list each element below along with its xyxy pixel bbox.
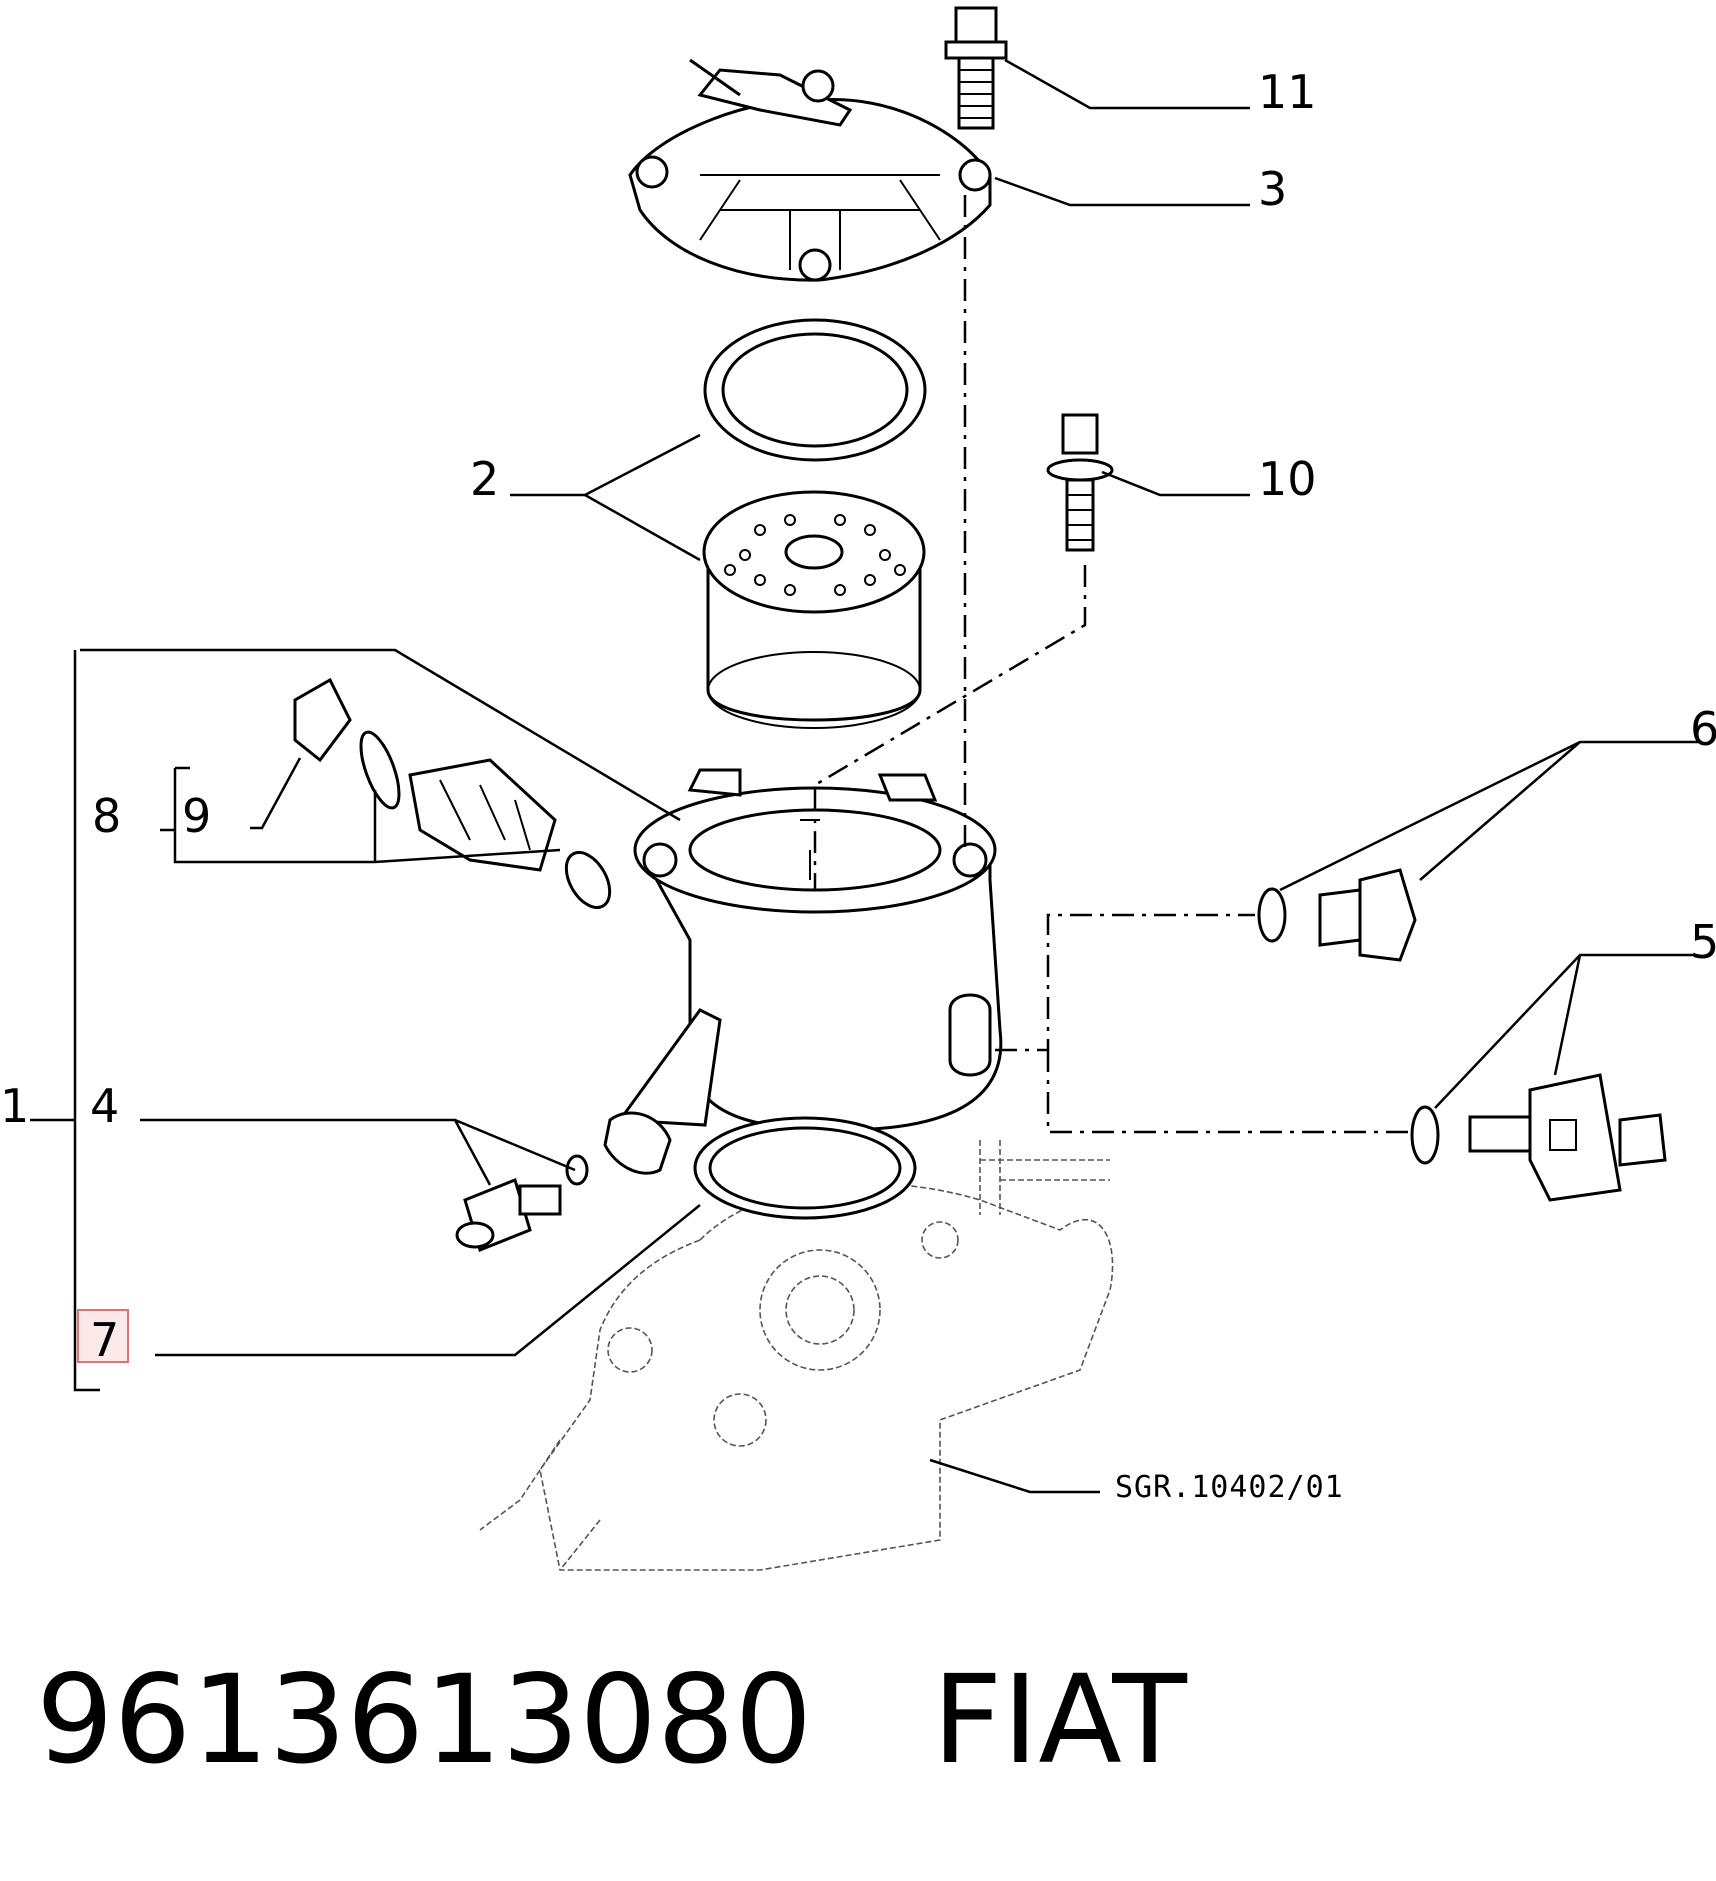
sensor-5 — [1410, 1073, 1667, 1202]
filter-housing-1 — [603, 768, 1003, 1175]
connection-lines — [813, 195, 1410, 1134]
callout-6: 6 — [1690, 702, 1716, 756]
callout-10: 10 — [1258, 452, 1317, 506]
filter-cover-3 — [628, 58, 992, 282]
leader-lines — [30, 58, 1700, 1494]
callout-3: 3 — [1258, 162, 1287, 216]
callout-highlight — [77, 1309, 129, 1363]
part-number: 9613613080 — [36, 1649, 813, 1791]
exploded-parts-diagram: 11 3 2 10 6 8 9 5 1 4 7 SGR.10402/01 — [0, 6, 1716, 1571]
screw-10 — [1046, 413, 1114, 552]
bolt-11 — [944, 6, 1008, 130]
seal-ring-2 — [703, 318, 927, 462]
callout-1: 1 — [0, 1079, 29, 1133]
valve-assembly-8 — [293, 677, 612, 909]
mounting-base-outline — [479, 1140, 1114, 1571]
callout-2: 2 — [470, 452, 499, 506]
brand-name: FIAT — [932, 1649, 1187, 1791]
callout-9: 9 — [182, 789, 211, 843]
drain-plug-4 — [455, 1154, 589, 1253]
filter-cartridge-2 — [702, 490, 926, 729]
seal-ring-7 — [693, 1116, 917, 1220]
callout-11: 11 — [1258, 65, 1317, 119]
callout-5: 5 — [1690, 915, 1716, 969]
callout-8: 8 — [92, 789, 121, 843]
callout-4: 4 — [90, 1079, 119, 1133]
callout-labels: 11 3 2 10 6 8 9 5 1 4 7 — [0, 65, 1716, 1367]
callout-7: 7 — [90, 1313, 119, 1367]
plug-6 — [1257, 868, 1417, 962]
product-caption: 9613613080 FIAT — [36, 1640, 1187, 1800]
drawing-reference: SGR.10402/01 — [1115, 1470, 1344, 1505]
